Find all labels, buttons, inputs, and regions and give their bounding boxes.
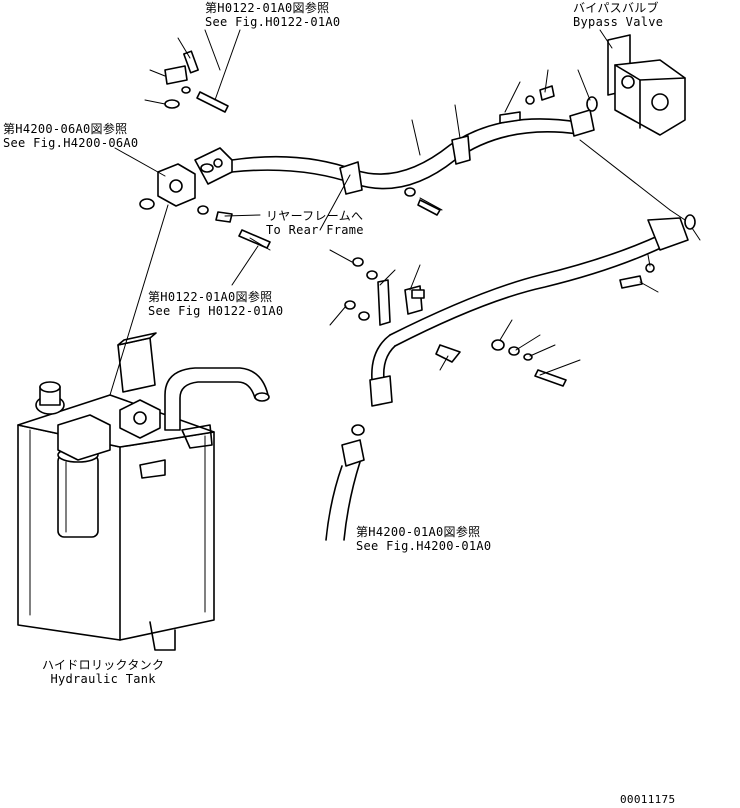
callout-fig-h0122-top: 第H0122-01A0図参照 See Fig.H0122-01A0 [205,1,340,29]
callout-jp: リヤーフレームへ [266,209,364,223]
lower-hose [325,214,696,541]
callout-rear-frame: リヤーフレームへ To Rear Frame [266,209,364,237]
drawing-number: 00011175 [620,793,676,806]
callout-bypass-valve: バイパスバルブ Bypass Valve [573,1,663,29]
callout-hydraulic-tank: ハイドロリックタンク Hydraulic Tank [42,658,164,686]
callout-en: See Fig H0122-01A0 [148,304,284,318]
callout-fig-h4200-01a0: 第H4200-01A0図参照 See Fig.H4200-01A0 [356,525,491,553]
callout-jp: 第H4200-06A0図参照 [3,122,128,136]
callout-en: See Fig.H4200-06A0 [3,136,139,150]
callout-en: Hydraulic Tank [50,672,156,686]
callout-jp: 第H4200-01A0図参照 [356,525,481,539]
bypass-valve [579,34,686,221]
callout-en: See Fig.H0122-01A0 [205,15,341,29]
callout-en: See Fig.H4200-01A0 [356,539,492,553]
callout-jp: バイパスバルブ [573,1,659,15]
hydraulic-tank [17,332,270,651]
upper-fitting [109,50,271,396]
callout-jp: ハイドロリックタンク [42,658,165,672]
upper-hose [231,85,595,216]
callout-jp: 第H0122-01A0図参照 [205,1,330,15]
callout-jp: 第H0122-01A0図参照 [148,290,273,304]
callout-fig-h0122-mid: 第H0122-01A0図参照 See Fig H0122-01A0 [148,290,283,318]
callout-fig-h4200-06a0: 第H4200-06A0図参照 See Fig.H4200-06A0 [3,122,138,150]
callout-en: Bypass Valve [573,15,664,29]
callout-en: To Rear Frame [266,223,364,237]
leader-lines [114,29,701,376]
